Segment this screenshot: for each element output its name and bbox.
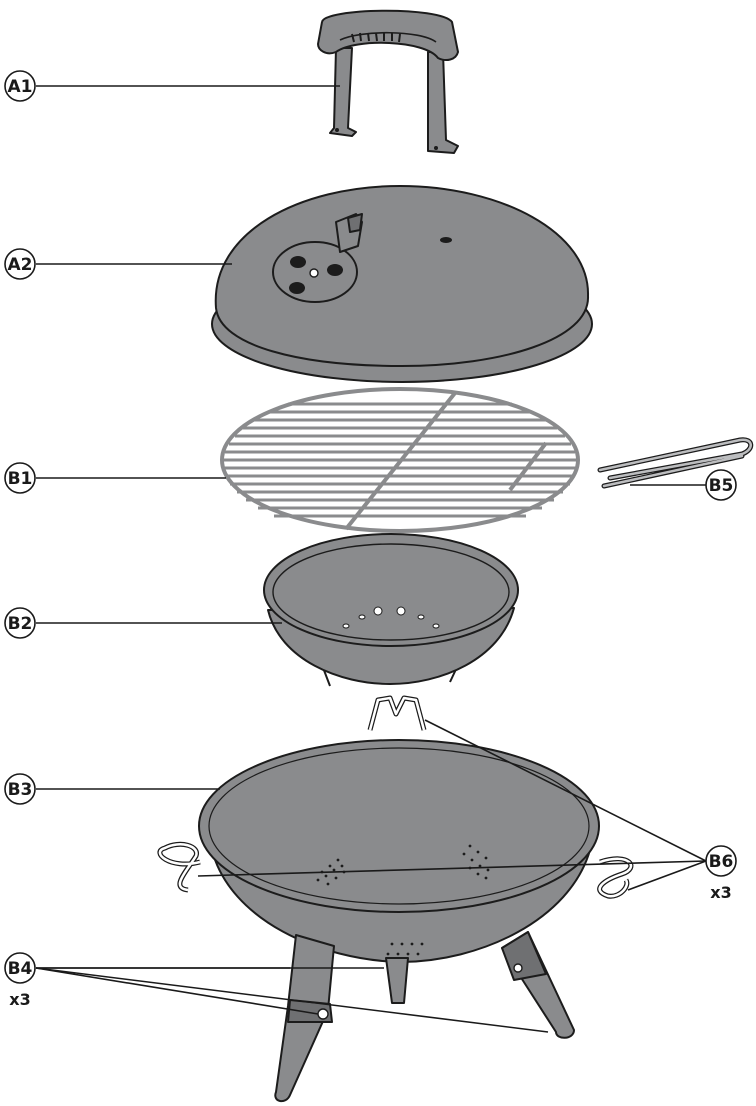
label-b2: B2 xyxy=(4,607,36,639)
callout-lines xyxy=(35,85,707,1033)
part-a2-lid xyxy=(211,185,593,383)
label-a1-text: A1 xyxy=(8,77,33,97)
label-b5: B5 xyxy=(705,469,737,501)
label-b3-text: B3 xyxy=(8,780,33,800)
label-a1: A1 xyxy=(4,70,36,102)
label-a2-text: A2 xyxy=(8,255,33,275)
label-a1-circle xyxy=(4,70,36,102)
part-a1-handle xyxy=(317,9,459,154)
label-b5-text: B5 xyxy=(709,476,734,496)
part-b4-legs xyxy=(274,931,575,1103)
label-b2-text: B2 xyxy=(8,614,33,634)
label-b4: B4 x3 xyxy=(4,952,36,1009)
label-b6-quantity: x3 xyxy=(710,883,731,902)
label-b6-text: B6 xyxy=(709,852,734,872)
label-b1-text: B1 xyxy=(8,469,33,489)
part-b3-fire-bowl xyxy=(198,739,600,963)
part-b5-tongs xyxy=(597,437,754,489)
label-b6: B6 x3 xyxy=(705,845,737,902)
label-b3: B3 xyxy=(4,773,36,805)
label-b4-text: B4 xyxy=(8,959,33,979)
part-b2-charcoal-bowl xyxy=(263,533,519,687)
part-b1-cooking-grate xyxy=(220,387,580,533)
part-b6-bracket-right xyxy=(597,856,634,899)
label-b4-circle xyxy=(4,952,36,984)
label-b4-quantity: x3 xyxy=(9,990,30,1009)
label-a2: A2 xyxy=(4,248,36,280)
label-b1-circle xyxy=(4,462,36,494)
label-b6-circle xyxy=(705,845,737,877)
part-b6-bracket-top xyxy=(367,695,427,731)
label-b2-circle xyxy=(4,607,36,639)
part-b6-bracket-left xyxy=(157,841,201,893)
label-b5-circle xyxy=(705,469,737,501)
label-b1: B1 xyxy=(4,462,36,494)
label-a2-circle xyxy=(4,248,36,280)
label-b3-circle xyxy=(4,773,36,805)
